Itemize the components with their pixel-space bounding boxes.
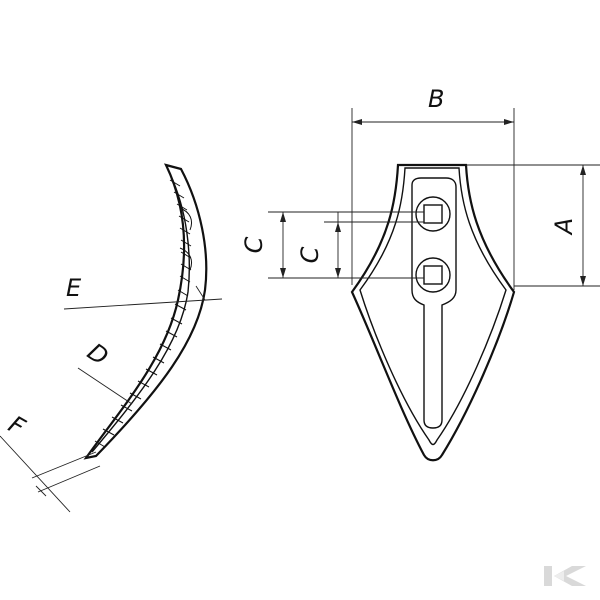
side-profile-inner-edge (91, 173, 190, 453)
side-profile-bolt-section-upper (179, 207, 193, 231)
label-a: A (550, 218, 578, 236)
front-view-mounting-strip (411, 177, 457, 429)
dimension-c-outer: C (240, 211, 424, 279)
kverneland-k-logo-icon (544, 566, 586, 586)
label-c-inner: C (296, 246, 324, 263)
dimension-d: D (77, 338, 133, 405)
label-e: E (66, 274, 82, 302)
label-d: D (82, 338, 113, 372)
upper-bolt-hole (415, 196, 451, 232)
front-view-inner-outline (359, 167, 507, 446)
label-f: F (4, 410, 31, 442)
dimension-e: E (63, 274, 223, 310)
front-view-outer-outline (350, 163, 516, 462)
side-profile-hatching (94, 179, 192, 448)
front-view (350, 163, 516, 462)
dimension-f: F (0, 410, 101, 513)
lower-bolt-hole (415, 257, 451, 293)
label-b: B (428, 85, 444, 113)
side-profile-outer-edge (83, 163, 208, 460)
side-profile-view (83, 163, 208, 460)
side-profile-bolt-section-lower (179, 247, 193, 271)
dimension-a: A (466, 164, 600, 287)
dimension-c-inner: C (296, 212, 424, 278)
dimension-b: B (351, 85, 515, 290)
label-c-outer: C (240, 236, 268, 253)
